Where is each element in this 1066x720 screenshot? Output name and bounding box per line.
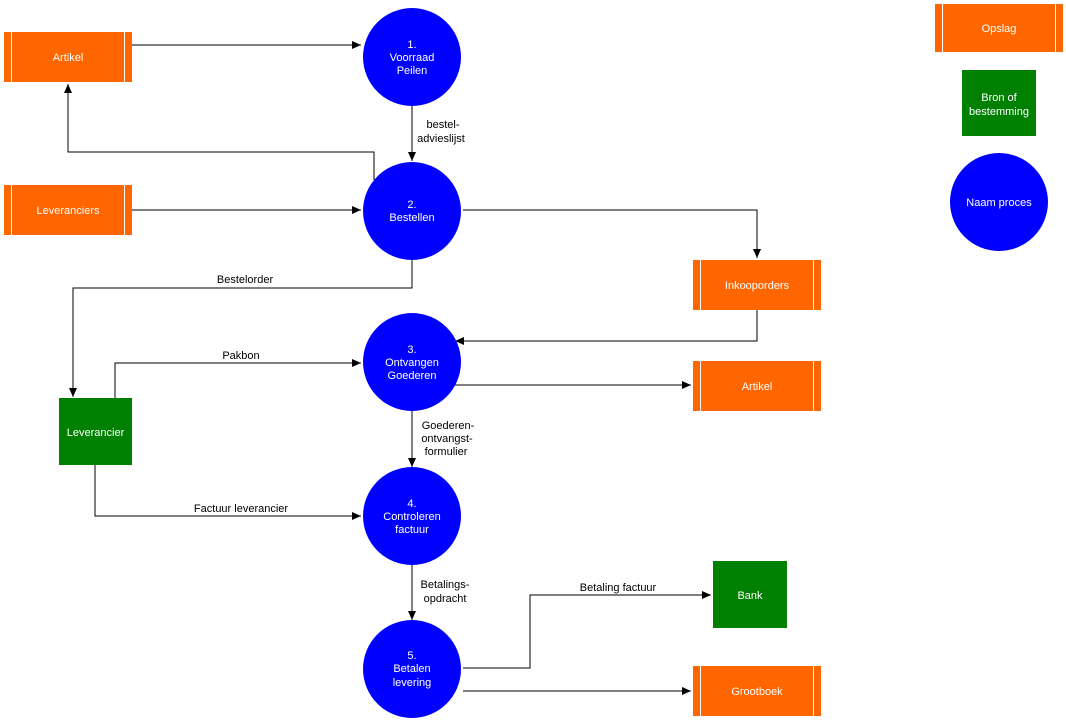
legend-store: Opslag [935, 4, 1063, 52]
flow-label-goederen-2: ontvangst- [421, 433, 473, 445]
flow-label-bestel-advieslijst-1: bestel- [426, 119, 459, 131]
process-label-line-2: Peilen [397, 65, 428, 77]
process-label-line-2: levering [393, 677, 432, 689]
store-inkooporders: Inkooporders [693, 260, 821, 310]
flow-label-bestel-advieslijst-2: advieslijst [417, 133, 465, 145]
process-1-voorraad-peilen: 1. Voorraad Peilen [363, 8, 461, 106]
store-label: Artikel [742, 381, 773, 393]
flow-label-factuur-leverancier: Factuur leverancier [194, 503, 288, 515]
process-shape [363, 162, 461, 260]
process-label-line-2: Goederen [388, 370, 437, 382]
edges [64, 41, 761, 695]
store-label: Artikel [53, 52, 84, 64]
store-leveranciers: Leveranciers [4, 185, 132, 235]
legend: Opslag Bron of bestemming Naam proces [935, 4, 1063, 251]
process-number: 1. [407, 39, 416, 51]
store-shape [693, 260, 821, 310]
edge-leverancier-to-p3 [114, 359, 361, 398]
flow-label-betaling-factuur: Betaling factuur [580, 582, 657, 594]
legend-entity-label-1: Bron of [981, 92, 1017, 104]
store-shape [693, 666, 821, 716]
entity-bank: Bank [713, 561, 787, 628]
flow-label-betalings-2: opdracht [424, 593, 467, 605]
flow-label-goederen-3: formulier [425, 446, 468, 458]
store-shape [4, 185, 132, 235]
store-grootboek: Grootboek [693, 666, 821, 716]
edge-inkooporders-to-p3 [455, 310, 758, 345]
process-shape [363, 8, 461, 106]
store-shape [693, 361, 821, 411]
process-number: 2. [407, 199, 416, 211]
flow-label-bestelorder: Bestelorder [217, 274, 274, 286]
legend-process-shape [950, 153, 1048, 251]
process-shape [363, 313, 461, 411]
flow-label-betalings-1: Betalings- [421, 579, 470, 591]
store-label: Grootboek [731, 686, 783, 698]
store-artikel-top: Artikel [4, 32, 132, 82]
process-label-line-1: Betalen [393, 663, 430, 675]
process-label-line-1: Bestellen [389, 212, 434, 224]
edge-leverancier-to-p4 [94, 465, 361, 520]
process-2-bestellen: 2. Bestellen [363, 162, 461, 260]
legend-store-shape [935, 4, 1063, 52]
edge-p5-to-bank [463, 591, 711, 669]
entity-leverancier: Leverancier [59, 398, 132, 465]
process-number: 5. [407, 650, 416, 662]
legend-process: Naam proces [950, 153, 1048, 251]
legend-entity-label-2: bestemming [969, 106, 1029, 118]
store-label: Leveranciers [37, 205, 100, 217]
store-shape [4, 32, 132, 82]
edge-p2-to-leverancier [69, 259, 413, 397]
process-number: 4. [407, 498, 416, 510]
entity-shape [59, 398, 132, 465]
legend-process-label: Naam proces [966, 197, 1032, 209]
flow-label-goederen-1: Goederen- [422, 420, 475, 432]
entity-shape [713, 561, 787, 628]
process-label-line-1: Ontvangen [385, 357, 439, 369]
legend-entity-shape [962, 70, 1036, 136]
legend-store-label: Opslag [982, 23, 1017, 35]
process-label-line-1: Voorraad [390, 52, 435, 64]
process-5-betalen-levering: 5. Betalen levering [363, 620, 461, 718]
legend-entity: Bron of bestemming [962, 70, 1036, 136]
process-3-ontvangen-goederen: 3. Ontvangen Goederen [363, 313, 461, 411]
flow-label-pakbon: Pakbon [222, 350, 259, 362]
process-shape [363, 620, 461, 718]
store-artikel-mid: Artikel [693, 361, 821, 411]
process-shape [363, 467, 461, 565]
store-label: Inkooporders [725, 280, 790, 292]
entity-label: Bank [737, 590, 763, 602]
process-label-line-2: factuur [395, 524, 429, 536]
edge-p2-to-inkooporders [463, 209, 761, 258]
entity-label: Leverancier [67, 427, 125, 439]
flow-labels: bestel- advieslijst Bestelorder Pakbon G… [194, 119, 657, 605]
process-number: 3. [407, 344, 416, 356]
process-4-controleren-factuur: 4. Controleren factuur [363, 467, 461, 565]
process-label-line-1: Controleren [383, 511, 440, 523]
edge-p2-to-artikel [64, 84, 375, 180]
